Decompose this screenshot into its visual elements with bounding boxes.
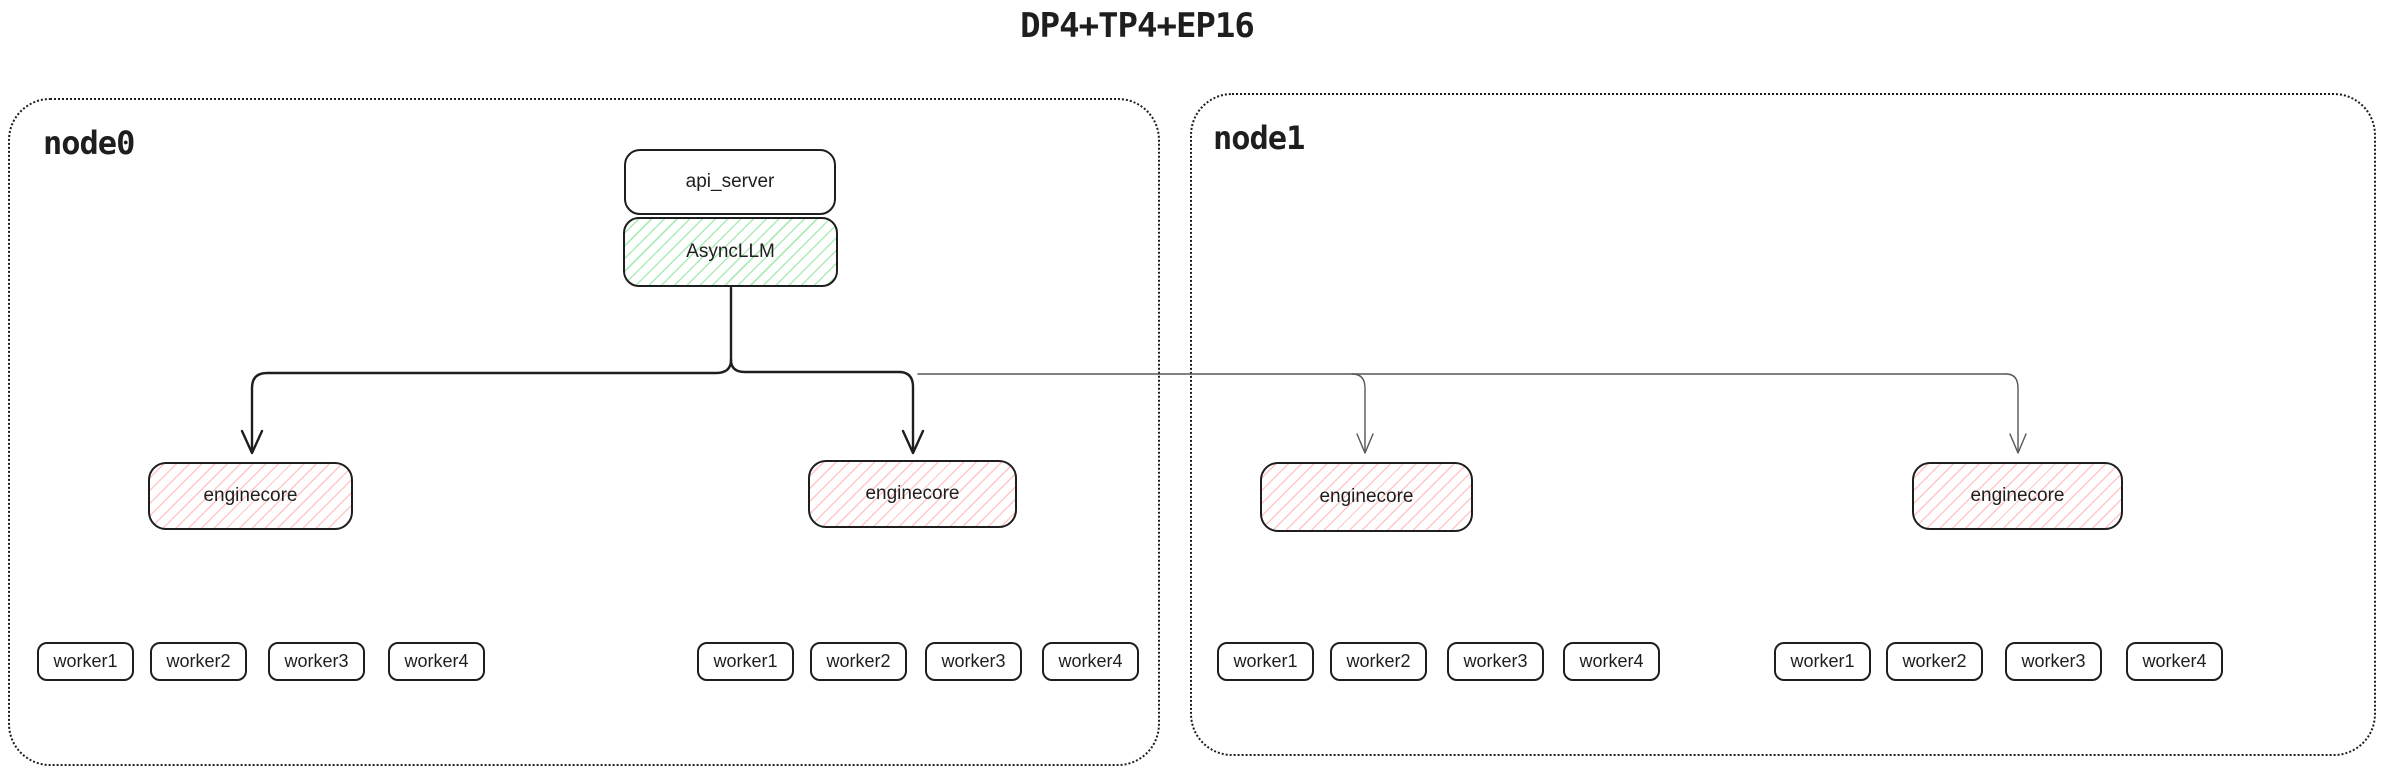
node0-group1-worker4-box: worker4 bbox=[388, 642, 485, 681]
node1-group2-worker3-box: worker3 bbox=[2005, 642, 2102, 681]
worker-label: worker2 bbox=[826, 651, 891, 671]
node0-group2-worker2-box: worker2 bbox=[810, 642, 907, 681]
node0-enginecore2-box: enginecore bbox=[808, 460, 1017, 528]
worker-label: worker3 bbox=[284, 651, 349, 671]
node0-label: node0 bbox=[43, 124, 135, 162]
node1-group2-worker2-box: worker2 bbox=[1886, 642, 1983, 681]
node0-enginecore1-box: enginecore bbox=[148, 462, 353, 530]
api-server-label: api_server bbox=[685, 171, 775, 192]
node1-group1-worker3-box: worker3 bbox=[1447, 642, 1544, 681]
node1-group1-worker2-box: worker2 bbox=[1330, 642, 1427, 681]
node1-group1-worker1-box: worker1 bbox=[1217, 642, 1314, 681]
node0-group2-worker4-box: worker4 bbox=[1042, 642, 1139, 681]
worker-label: worker2 bbox=[1346, 651, 1411, 671]
node0-group1-worker2-box: worker2 bbox=[150, 642, 247, 681]
node1-group2-worker1-box: worker1 bbox=[1774, 642, 1871, 681]
node1-group2-worker4-box: worker4 bbox=[2126, 642, 2223, 681]
worker-label: worker4 bbox=[1058, 651, 1123, 671]
enginecore-label: enginecore bbox=[1319, 486, 1414, 507]
worker-label: worker3 bbox=[1463, 651, 1528, 671]
api-server-box: api_server bbox=[624, 149, 836, 215]
worker-label: worker1 bbox=[53, 651, 118, 671]
node1-enginecore1-box: enginecore bbox=[1260, 462, 1473, 532]
worker-label: worker3 bbox=[2021, 651, 2086, 671]
node0-group2-worker3-box: worker3 bbox=[925, 642, 1022, 681]
node0-group1-worker1-box: worker1 bbox=[37, 642, 134, 681]
worker-label: worker4 bbox=[1579, 651, 1644, 671]
asyncllm-box: AsyncLLM bbox=[623, 217, 838, 287]
worker-label: worker2 bbox=[166, 651, 231, 671]
node1-enginecore2-box: enginecore bbox=[1912, 462, 2123, 530]
node0-group2-worker1-box: worker1 bbox=[697, 642, 794, 681]
enginecore-label: enginecore bbox=[865, 483, 960, 504]
node1-group1-worker4-box: worker4 bbox=[1563, 642, 1660, 681]
worker-label: worker1 bbox=[1233, 651, 1298, 671]
worker-label: worker2 bbox=[1902, 651, 1967, 671]
diagram-title: DP4+TP4+EP16 bbox=[1020, 6, 1255, 46]
asyncllm-label: AsyncLLM bbox=[686, 241, 775, 262]
worker-label: worker1 bbox=[713, 651, 778, 671]
worker-label: worker4 bbox=[2142, 651, 2207, 671]
node1-label: node1 bbox=[1213, 119, 1305, 157]
node0-group1-worker3-box: worker3 bbox=[268, 642, 365, 681]
enginecore-label: enginecore bbox=[1970, 485, 2065, 506]
worker-label: worker4 bbox=[404, 651, 469, 671]
enginecore-label: enginecore bbox=[203, 485, 298, 506]
node0-frame bbox=[8, 98, 1160, 766]
worker-label: worker3 bbox=[941, 651, 1006, 671]
worker-label: worker1 bbox=[1790, 651, 1855, 671]
node1-frame bbox=[1190, 93, 2376, 756]
